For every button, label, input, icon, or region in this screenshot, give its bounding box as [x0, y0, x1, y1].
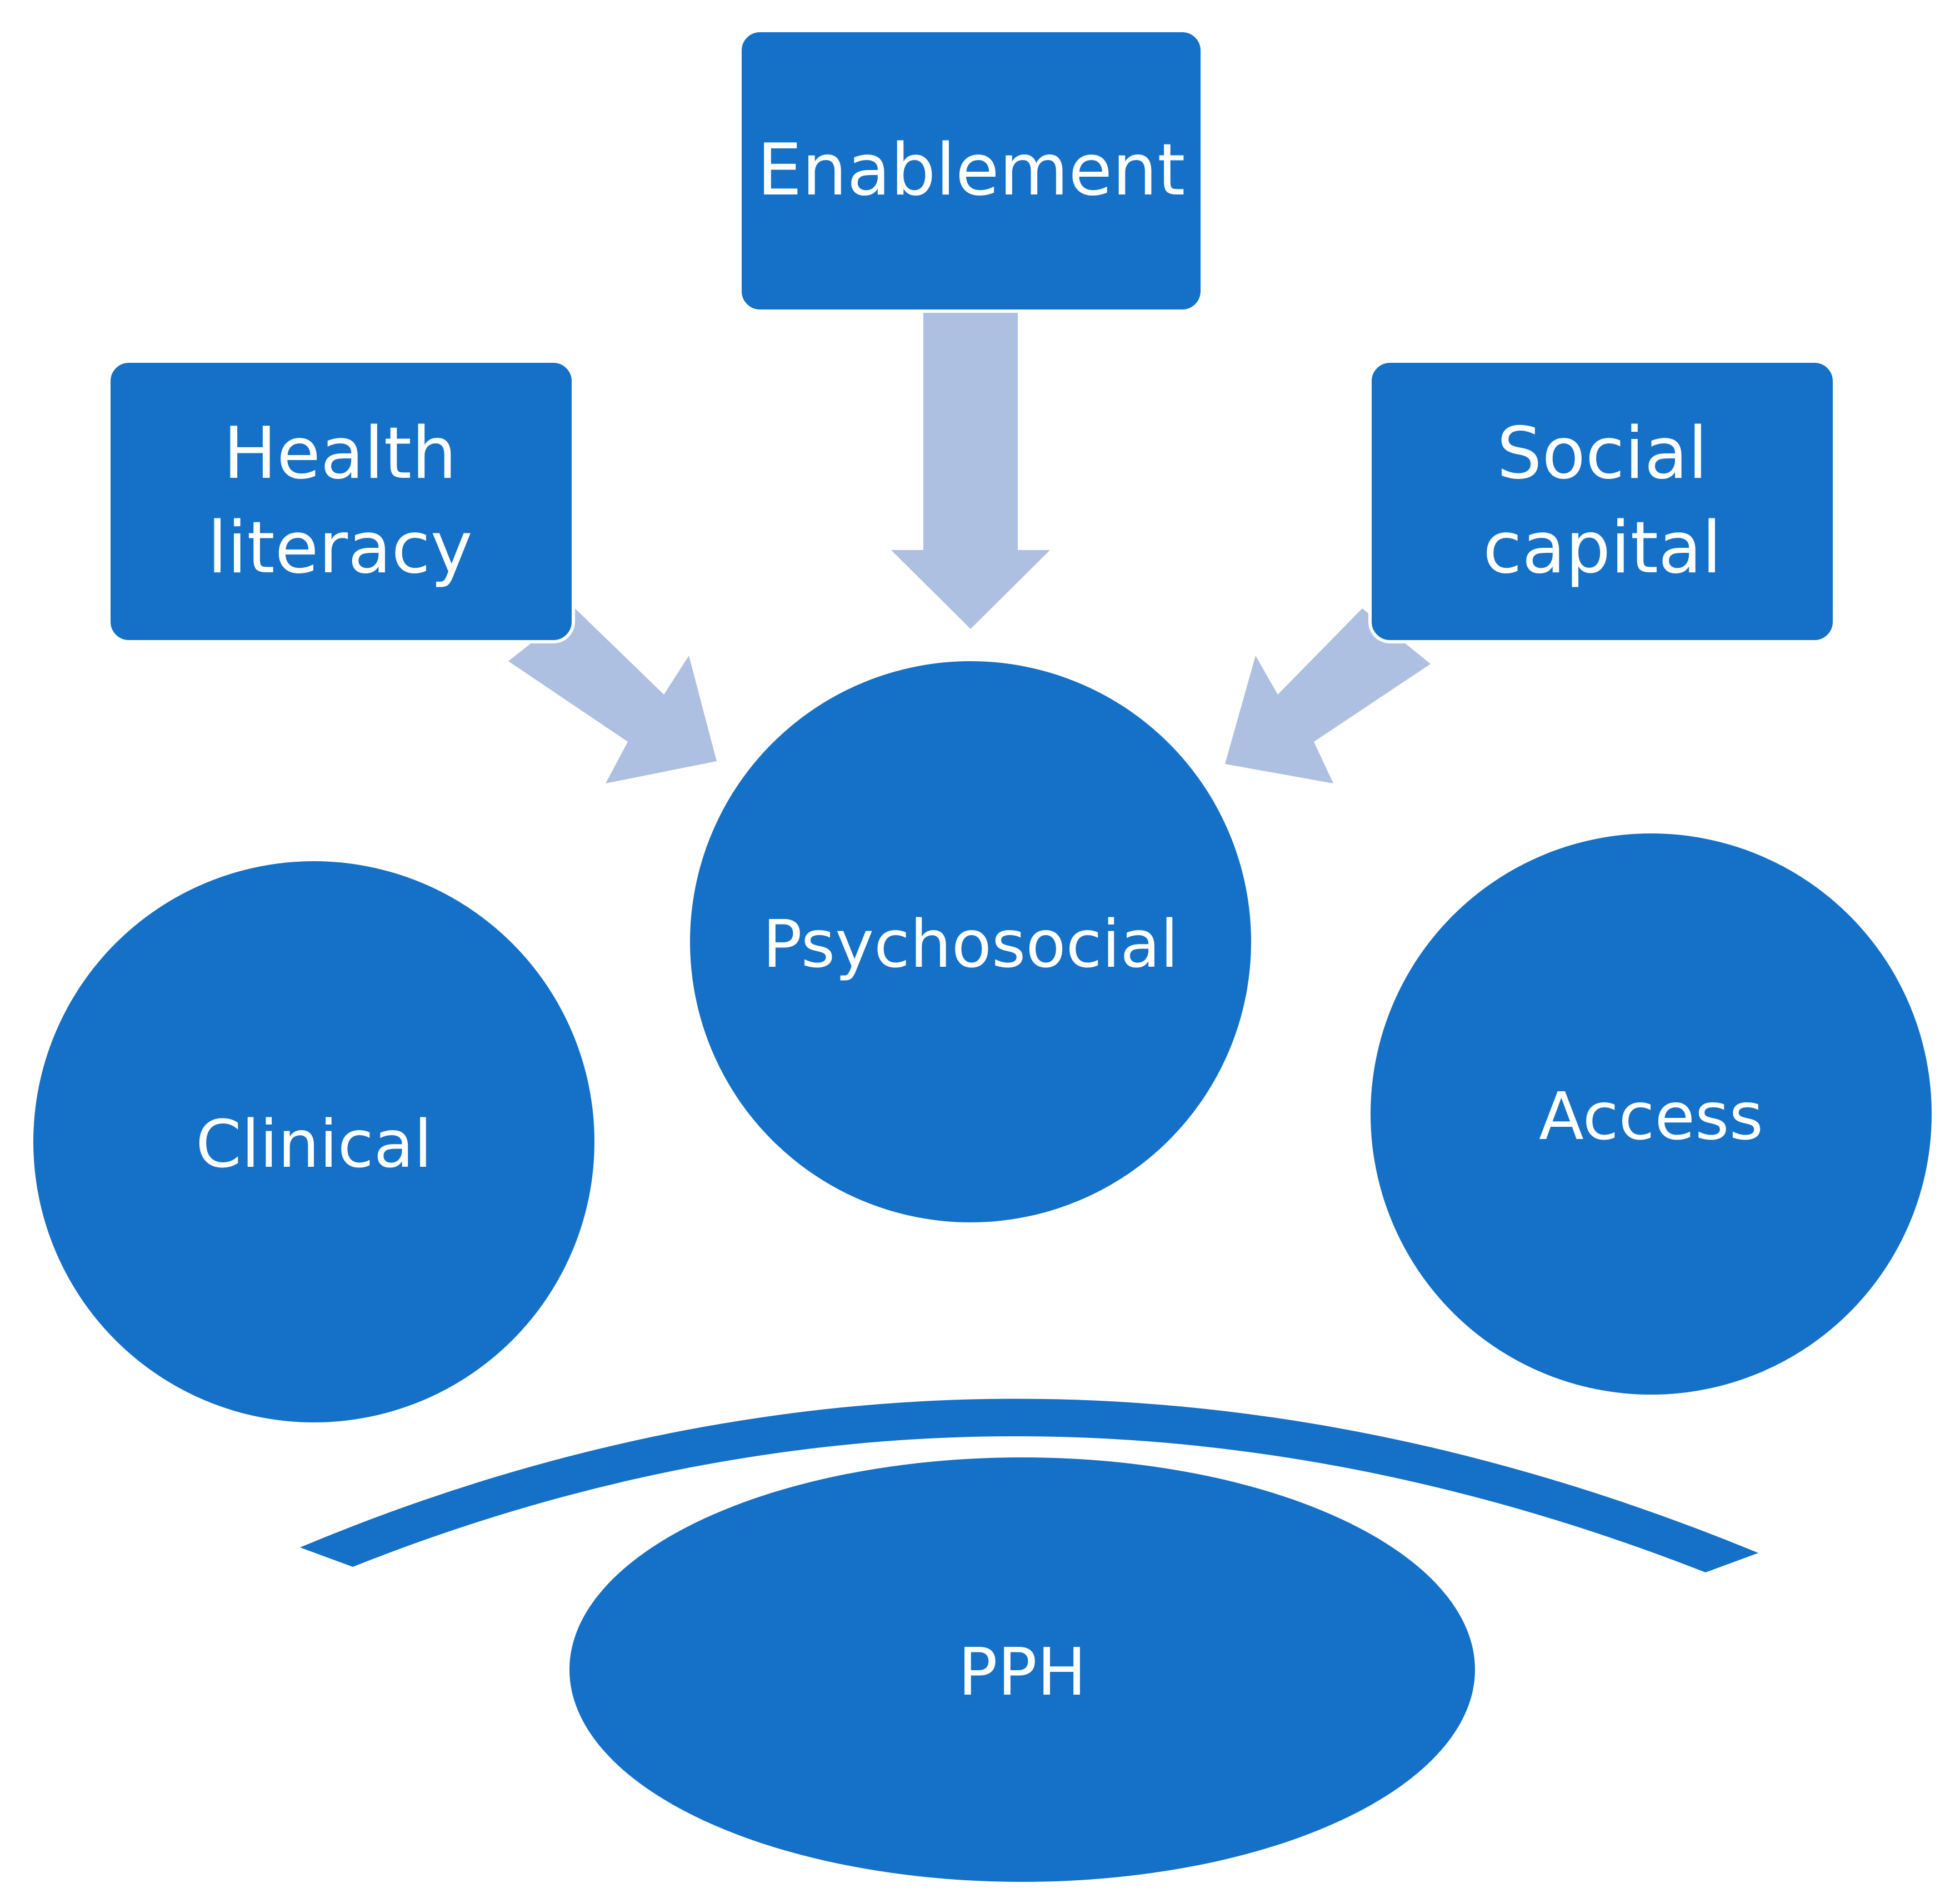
access-circle — [1371, 833, 1932, 1395]
social-capital-label-line2: capital — [1483, 507, 1722, 590]
enablement-label: Enablement — [757, 129, 1186, 212]
clinical-label: Clinical — [196, 1106, 432, 1182]
access-label: Access — [1539, 1078, 1763, 1155]
arc-band — [300, 1398, 1758, 1572]
psychosocial-label: Psychosocial — [763, 906, 1179, 982]
arrow-health-literacy-to-psychosocial — [508, 608, 717, 783]
arrow-social-capital-to-psychosocial — [1225, 608, 1431, 783]
pph-ellipse — [569, 1457, 1475, 1882]
social-capital-label-line1: Social — [1497, 412, 1708, 495]
health-literacy-label-line1: Health — [223, 412, 457, 495]
pph-label: PPH — [958, 1634, 1086, 1710]
health-literacy-label-line2: literacy — [207, 507, 472, 590]
social-capital-box — [1368, 359, 1836, 643]
arrow-enablement-to-psychosocial — [891, 311, 1050, 629]
enablement-box — [738, 29, 1204, 313]
health-literacy-box — [107, 359, 575, 643]
psychosocial-circle — [690, 661, 1251, 1222]
clinical-circle — [33, 861, 594, 1422]
